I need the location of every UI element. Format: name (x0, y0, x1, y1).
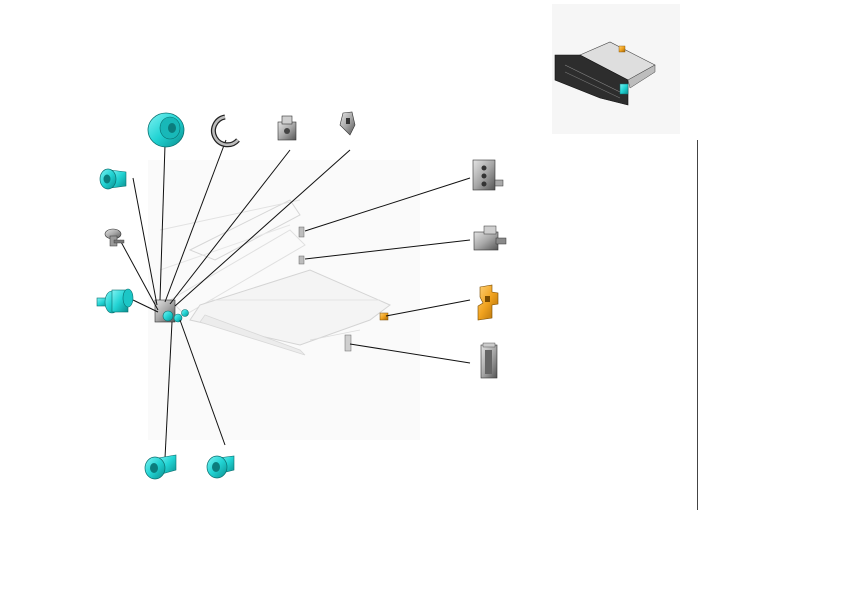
connector-block-icon (480, 342, 498, 379)
spring-bracket-right-icon (473, 225, 507, 251)
cyan-gear-shaft-icon (96, 288, 134, 314)
hook-lever-icon (339, 111, 356, 136)
spring-bracket-top-icon (277, 115, 297, 141)
vertical-divider (697, 140, 698, 510)
bracket-plate-right-icon (472, 159, 504, 191)
e-ring-clip-icon (211, 114, 240, 148)
main-assembly-ghost (148, 160, 420, 440)
shoulder-screw-icon (104, 228, 125, 247)
cyan-roller-large-icon (147, 112, 185, 148)
cyan-collar-bottom-right-icon (206, 455, 235, 479)
cyan-collar-bottom-left-icon (144, 454, 177, 480)
leader-lines (119, 139, 471, 459)
assembly-thumbnail-icon (554, 41, 656, 106)
cyan-bushing-small-icon (99, 168, 127, 190)
sensor-orange-icon (477, 284, 499, 321)
